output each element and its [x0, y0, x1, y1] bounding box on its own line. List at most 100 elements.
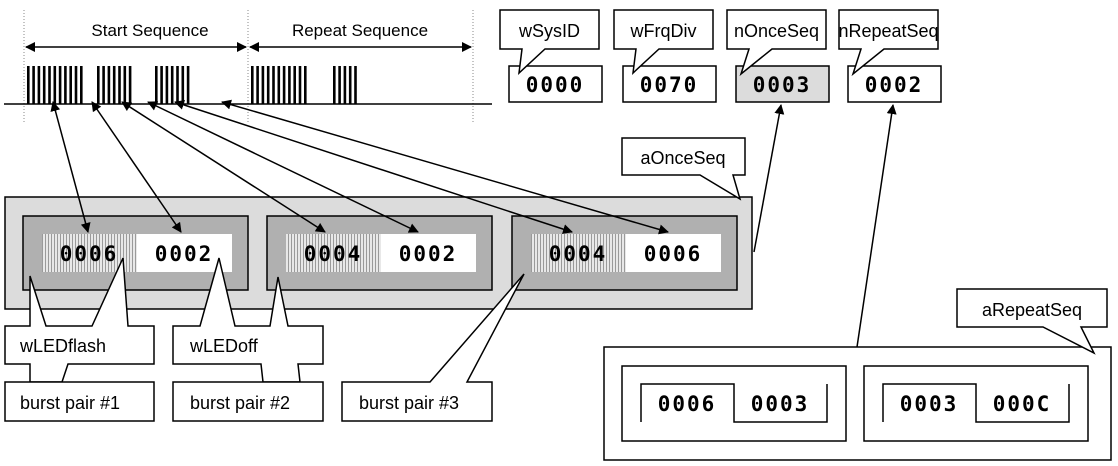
flash-cell [286, 234, 381, 272]
burst-pair-3-callout [341, 273, 525, 422]
flash-value: 0004 [549, 242, 608, 266]
burst-pulse [80, 66, 83, 104]
burst-pulse [155, 66, 158, 104]
burst-pulse [32, 66, 35, 104]
off-value: 0003 [751, 392, 810, 416]
burst-pulse [272, 66, 275, 104]
register-nRepeatSeq: 0002 nRepeatSeq [838, 9, 942, 103]
wled-flash-label: wLEDflash [19, 336, 106, 356]
mapping-arrows [50, 99, 897, 348]
register-wFrqDiv: 0070 wFrqDiv [613, 9, 717, 103]
burst-pulse [53, 66, 57, 104]
burst-pulse [348, 66, 352, 104]
burst-pulse [48, 66, 51, 104]
wled-off-callout [172, 257, 324, 383]
register-value: 0003 [753, 73, 812, 97]
once-seq-label: aOnceSeq [640, 148, 725, 168]
off-value: 0002 [399, 242, 458, 266]
off-cell [381, 234, 476, 272]
register-name: wFrqDiv [630, 21, 697, 41]
once-burst-pair: 0004 0006 [511, 215, 738, 291]
arrow-once-count [753, 104, 785, 253]
burst-pulse [343, 66, 347, 104]
burst-pulse [128, 66, 132, 104]
register-value-box [622, 65, 717, 103]
register-value-box [508, 65, 603, 103]
arrow-pair3-off [221, 99, 669, 235]
register-value: 0070 [640, 73, 699, 97]
pulse-outline [882, 383, 1070, 423]
arrow-repeat-count [856, 104, 897, 348]
register-callout [499, 9, 600, 75]
arrow-pair1-flash [50, 101, 91, 233]
burst-pulse [165, 66, 169, 104]
flash-cell [531, 234, 626, 272]
burst-pulse [58, 66, 62, 104]
burst-pulse [64, 66, 67, 104]
burst-pulse [354, 66, 357, 104]
burst-waveform [27, 66, 357, 104]
burst-pulse [123, 66, 127, 104]
burst-pulse [333, 66, 336, 104]
burst-pulse [277, 66, 281, 104]
burst-pulse [170, 66, 174, 104]
burst-pulse [251, 66, 254, 104]
burst-pulse [186, 66, 190, 104]
burst-pulse [69, 66, 72, 104]
off-cell [626, 234, 721, 272]
flash-value: 0003 [900, 392, 959, 416]
repeat-burst-pair: 0006 0003 [621, 365, 847, 442]
repeat-seq-callout: aRepeatSeq [956, 288, 1108, 355]
repeat-sequence-label: Repeat Sequence [292, 21, 428, 40]
pulse-outline [640, 383, 828, 423]
start-sequence-label: Start Sequence [91, 21, 208, 40]
burst-pulse [37, 66, 41, 104]
once-seq-callout: aOnceSeq [621, 137, 746, 201]
register-name: nOnceSeq [734, 21, 819, 41]
once-burst-pair: 0004 0002 [266, 215, 493, 291]
register-wSysID: 0000 wSysID [499, 9, 603, 103]
register-callout [726, 9, 827, 77]
flash-value: 0006 [658, 392, 717, 416]
register-value: 0000 [526, 73, 585, 97]
burst-pulse [102, 66, 105, 104]
burst-pulse [160, 66, 163, 104]
burst-pulse [118, 66, 121, 104]
off-value: 0002 [155, 242, 214, 266]
register-row: 0000 wSysID 0070 wFrqDiv 0003 nOnceSeq 0002 nRe… [499, 9, 942, 103]
burst-pulse [298, 66, 302, 104]
register-callout [838, 9, 939, 77]
burst-pulse [97, 66, 100, 104]
register-callout [613, 9, 714, 75]
burst-pulse [266, 66, 270, 104]
register-value-box [847, 65, 942, 103]
register-nOnceSeq: 0003 nOnceSeq [726, 9, 830, 103]
register-value: 0002 [865, 73, 924, 97]
burst-pulse [107, 66, 111, 104]
burst-pulse [181, 66, 185, 104]
burst-pair-2-callout [172, 381, 324, 422]
burst-pair-1-label: burst pair #1 [20, 393, 120, 413]
off-value: 000C [993, 392, 1052, 416]
burst-pulse [288, 66, 291, 104]
burst-pulse [74, 66, 78, 104]
burst-pulse [293, 66, 296, 104]
register-name: wSysID [518, 21, 580, 41]
repeat-seq-label: aRepeatSeq [982, 300, 1082, 320]
register-name: nRepeatSeq [838, 21, 938, 41]
flash-value: 0004 [304, 242, 363, 266]
burst-pulse [304, 66, 307, 104]
wled-flash-callout [4, 257, 155, 383]
burst-pulse [338, 66, 341, 104]
repeat-burst-pair: 0003 000C [863, 365, 1089, 442]
burst-pair-2-label: burst pair #2 [190, 393, 290, 413]
bottom-callouts: wLEDflash burst pair #1 wLEDoff burst pa… [4, 257, 525, 422]
burst-pulse [42, 66, 46, 104]
burst-pulse [176, 66, 179, 104]
burst-pair-3-label: burst pair #3 [359, 393, 459, 413]
off-value: 0006 [644, 242, 703, 266]
burst-pulse [256, 66, 259, 104]
repeat-seq-array: 0006 0003 0003 000C [603, 346, 1112, 461]
burst-pulse [112, 66, 116, 104]
